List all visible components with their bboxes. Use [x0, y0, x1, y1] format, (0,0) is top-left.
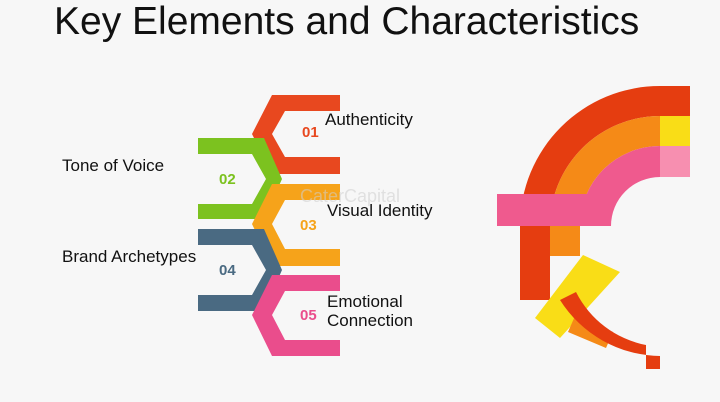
logo-bar-pink	[497, 194, 611, 226]
item-03-number: 03	[300, 217, 317, 234]
logo-block-pink	[660, 146, 690, 177]
item-01-number: 01	[302, 124, 319, 141]
watermark: CaterCapital	[300, 186, 400, 207]
item-05-label: Emotional Connection	[327, 292, 437, 330]
logo-graphic	[497, 86, 690, 369]
item-04-number: 04	[219, 262, 236, 279]
item-02-number: 02	[219, 171, 236, 188]
logo-block-yellow	[660, 116, 690, 146]
logo-block-red	[660, 86, 690, 116]
item-05-number: 05	[300, 307, 317, 324]
item-02-label: Tone of Voice	[62, 156, 164, 175]
item-01-label: Authenticity	[325, 110, 413, 129]
item-04-label: Brand Archetypes	[62, 247, 196, 266]
